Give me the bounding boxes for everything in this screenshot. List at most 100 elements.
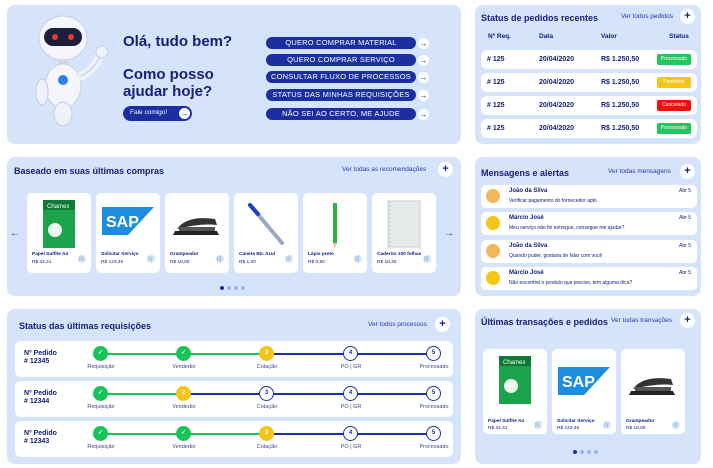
talk-to-me-button[interactable]: Fale comigo! → (123, 106, 192, 121)
status-badge: Cancelado (657, 100, 691, 111)
product-card[interactable]: SAP Solicitar Serviço R$ 123,45 🛒 (96, 193, 160, 273)
add-transaction-icon[interactable]: + (680, 313, 695, 328)
progress-line (184, 433, 267, 435)
paper-ream-icon: Chamex (43, 200, 75, 248)
cart-icon[interactable]: 🛒 (534, 421, 542, 429)
order-date: 20/04/2020 (539, 79, 575, 86)
table-row[interactable]: # 125 20/04/2020 R$ 1.250,50 Processado (481, 119, 697, 138)
step-circle: 5 (426, 426, 441, 441)
cart-icon[interactable]: 🛒 (78, 255, 86, 263)
step-circle: 4 (343, 386, 358, 401)
recommendations-title: Baseado em suas últimas compras (14, 166, 165, 176)
requisition-number: # 12345 (24, 358, 50, 365)
cart-icon[interactable]: 🛒 (285, 255, 293, 263)
svg-text:Chamex: Chamex (503, 360, 525, 366)
option-help[interactable]: NÃO SEI AO CERTO, ME AJUDE (266, 108, 416, 120)
svg-text:SAP: SAP (562, 374, 595, 391)
option-buy-service[interactable]: QUERO COMPRAR SERVIÇO (266, 54, 416, 66)
product-card[interactable]: Caneta Bic Azul R$ 1,00 🛒 (234, 193, 298, 273)
product-card[interactable]: SAP Solicitar Serviço R$ 123,45 🛒 (552, 349, 616, 434)
step-label: Vendedor (172, 404, 196, 410)
see-all-transactions-link[interactable]: Ver todas transações (611, 317, 673, 324)
robot-mascot-icon (35, 15, 109, 127)
product-card[interactable]: Caderno 100 folhas R$ 18,40 🛒 (372, 193, 436, 273)
product-price: R$ 123,45 (101, 260, 124, 265)
product-price: R$ 34,41 (32, 260, 52, 265)
chevron-right-icon[interactable]: → (444, 228, 454, 239)
carousel-dot[interactable] (573, 450, 577, 454)
arrow-right-icon[interactable]: → (418, 38, 429, 49)
arrow-right-icon[interactable]: → (418, 55, 429, 66)
step-label: Vendedor (172, 364, 196, 370)
question-heading-line2: ajudar hoje? (123, 83, 213, 100)
product-card[interactable]: Chamex Papel Sulfite A4 R$ 34,41 🛒 (483, 349, 547, 434)
sap-logo-icon: SAP (102, 207, 154, 235)
table-row[interactable]: # 125 20/04/2020 R$ 1.250,50 Processado (481, 50, 697, 69)
see-all-orders-link[interactable]: Ver todos pedidos (621, 13, 674, 20)
product-price: R$ 18,00 (626, 426, 646, 431)
progress-line (184, 393, 267, 395)
step-circle: 4 (343, 426, 358, 441)
list-item[interactable]: Márcio José Abr 5 Não encontrei o produt… (481, 267, 697, 290)
status-badge: Processado (657, 54, 691, 65)
add-order-icon[interactable]: + (680, 9, 695, 24)
chevron-left-icon[interactable]: ← (10, 228, 20, 239)
arrow-right-icon[interactable]: → (418, 72, 429, 83)
list-item[interactable]: João da Silva Abr 5 Verificar pagamento … (481, 185, 697, 208)
product-card[interactable]: Grampeador R$ 18,00 🛒 (165, 193, 229, 273)
stapler-icon (173, 218, 219, 235)
list-item[interactable]: Márcio José Abr 5 Meu serviço não foi en… (481, 212, 697, 235)
check-icon: ✓ (93, 386, 108, 401)
option-buy-material[interactable]: QUERO COMPRAR MATERIAL (266, 37, 416, 49)
requisition-number: # 12344 (24, 398, 50, 405)
svg-text:SAP: SAP (106, 214, 139, 231)
add-message-icon[interactable]: + (680, 164, 695, 179)
add-recommendation-icon[interactable]: + (438, 162, 453, 177)
carousel-dot[interactable] (220, 286, 224, 290)
table-row[interactable]: # 125 20/04/2020 R$ 1.250,50 Pendente (481, 73, 697, 92)
add-process-icon[interactable]: + (435, 317, 450, 332)
requisition-number: # 12343 (24, 438, 50, 445)
arrow-right-icon[interactable]: → (418, 90, 429, 101)
notebook-icon (387, 200, 421, 248)
cart-icon[interactable]: 🛒 (147, 255, 155, 263)
carousel-dot[interactable] (227, 286, 231, 290)
status-badge: Processado (657, 123, 691, 134)
cart-icon[interactable]: 🛒 (603, 421, 611, 429)
check-icon: ✓ (176, 426, 191, 441)
see-all-messages-link[interactable]: Ver todas mensagens (608, 168, 671, 175)
cart-icon[interactable]: 🛒 (423, 255, 431, 263)
see-all-processes-link[interactable]: Ver todos processos (368, 321, 427, 328)
cart-icon[interactable]: 🛒 (216, 255, 224, 263)
step-label: Cotação (256, 364, 278, 370)
carousel-dot[interactable] (241, 286, 245, 290)
progress-line (267, 393, 351, 395)
cart-icon[interactable]: 🛒 (672, 421, 680, 429)
carousel-dot[interactable] (234, 286, 238, 290)
product-card[interactable]: Lápis preto R$ 0,60 🛒 (303, 193, 367, 273)
product-price: R$ 34,41 (488, 426, 508, 431)
requisitions-title: Status das últimas requisições (19, 321, 152, 331)
carousel-dot[interactable] (587, 450, 591, 454)
carousel-dot[interactable] (594, 450, 598, 454)
arrow-right-icon[interactable]: → (418, 109, 429, 120)
sap-logo-icon: SAP (558, 367, 610, 395)
col-header-num: Nº Req. (488, 33, 511, 40)
product-card[interactable]: Grampeador R$ 18,00 🛒 (621, 349, 685, 434)
see-all-recommendations-link[interactable]: Ver todas as recomendações (342, 166, 427, 173)
requisition-label-text: Nº Pedido (24, 430, 57, 437)
carousel-dot[interactable] (580, 450, 584, 454)
list-item[interactable]: João da Silva Abr 5 Quando puder, gostar… (481, 240, 697, 263)
option-requisition-status[interactable]: STATUS DAS MINHAS REQUISIÇÕES (266, 89, 416, 101)
option-process-flow[interactable]: CONSULTAR FLUXO DE PROCESSOS (266, 71, 416, 83)
avatar (486, 244, 500, 258)
progress-line (184, 353, 267, 355)
table-row[interactable]: # 125 20/04/2020 R$ 1.250,50 Cancelado (481, 96, 697, 115)
progress-line (101, 393, 184, 395)
product-card[interactable]: Chamex Papel Sulfite A4 R$ 34,41 🛒 (27, 193, 91, 273)
cart-icon[interactable]: 🛒 (354, 255, 362, 263)
product-name: Caneta Bic Azul (239, 252, 276, 257)
